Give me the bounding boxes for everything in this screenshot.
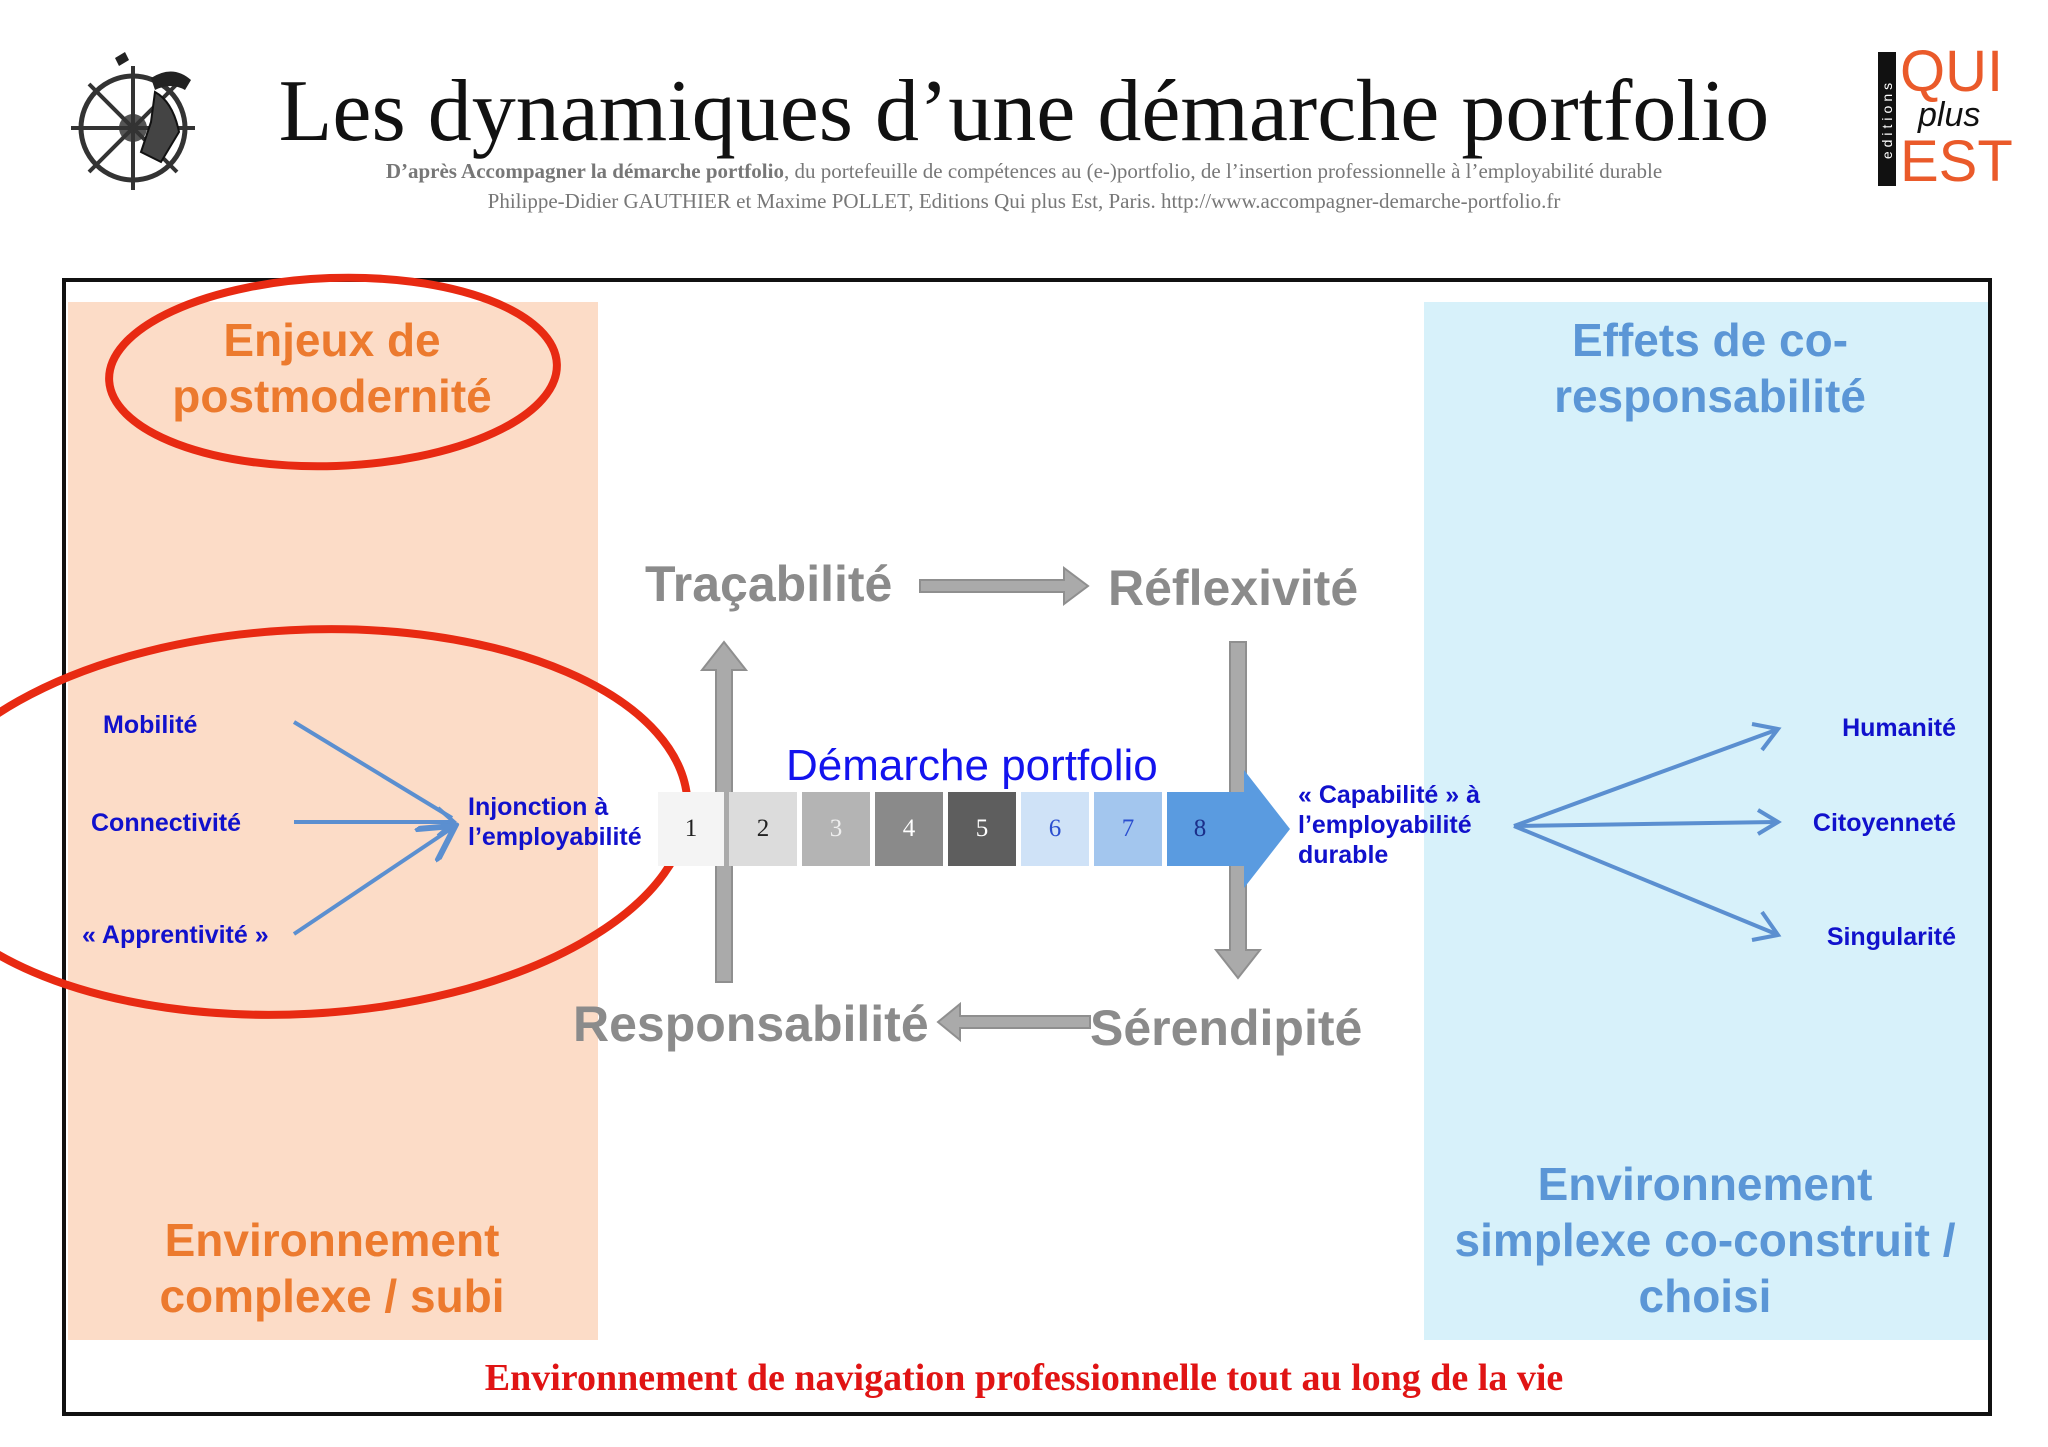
subtitle-book-title: D’après Accompagner la démarche portfoli… xyxy=(385,159,784,183)
step-1: 1 xyxy=(658,792,724,866)
publisher-logo: editions QUI plus EST xyxy=(1878,39,2013,194)
item-singularite: Singularité xyxy=(1826,923,1956,951)
footer-caption: Environnement de navigation professionne… xyxy=(484,1357,1564,1399)
convergence-arrows xyxy=(292,720,454,936)
tracabilite-label: Traçabilité xyxy=(645,556,893,612)
right-heading: Effets de co-responsabilité xyxy=(1554,314,1866,422)
item-connectivite: Connectivité xyxy=(91,809,242,837)
step-6: 6 xyxy=(1021,792,1089,866)
right-bottom-label: Environnement simplexe co-construit / ch… xyxy=(1454,1158,1956,1322)
demarche-portfolio-label: Démarche portfolio xyxy=(786,741,1158,790)
logo-est: EST xyxy=(1900,129,2013,194)
item-mobilite: Mobilité xyxy=(103,711,198,739)
step-8: 8 xyxy=(1167,792,1233,866)
step-3: 3 xyxy=(802,792,870,866)
logo-qui: QUI xyxy=(1900,39,2004,104)
responsabilite-label: Responsabilité xyxy=(573,996,929,1052)
item-apprentivite: « Apprentivité » xyxy=(82,921,269,949)
capabilite-label: « Capabilité » à l’employabilité durable xyxy=(1298,781,1481,869)
logo-plus: plus xyxy=(1918,96,1981,134)
left-heading: Enjeux de postmodernité xyxy=(172,314,492,422)
portfolio-arrow-head xyxy=(1232,770,1290,888)
subtitle-line-2: Philippe-Didier GAUTHIER et Maxime POLLE… xyxy=(487,189,1561,213)
step-4: 4 xyxy=(875,792,943,866)
step-2: 2 xyxy=(729,792,797,866)
logo-vertical-bar xyxy=(1878,52,1896,186)
right-panel xyxy=(1424,302,1988,1340)
diagram-frame xyxy=(62,278,1992,1416)
subtitle-line-1: D’après Accompagner la démarche portfoli… xyxy=(200,157,1848,185)
sailor-illustration xyxy=(55,48,215,193)
step-7: 7 xyxy=(1094,792,1162,866)
item-citoyennete: Citoyenneté xyxy=(1812,809,1956,837)
reflexivite-label: Réflexivité xyxy=(1108,560,1359,616)
left-bottom-label: Environnement complexe / subi xyxy=(159,1214,505,1322)
divergence-arrows xyxy=(1513,722,1782,942)
step-5: 5 xyxy=(948,792,1016,866)
injonction-label: Injonction à l’employabilité xyxy=(468,793,642,851)
item-humanite: Humanité xyxy=(1842,714,1956,742)
subtitle-book-description: , du portefeuille de compétences au (e-)… xyxy=(783,159,1663,183)
page-title: Les dynamiques d’une démarche portfolio xyxy=(278,63,1770,160)
serendipite-label: Sérendipité xyxy=(1090,1000,1363,1056)
